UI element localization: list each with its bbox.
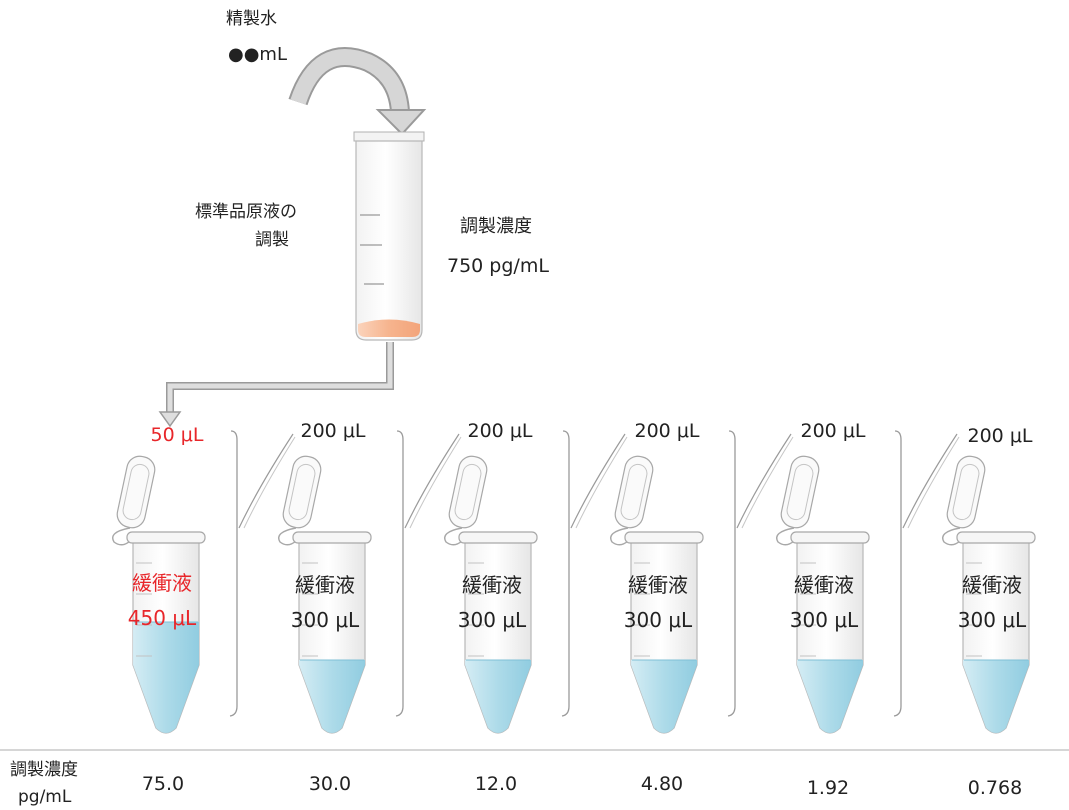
tube-rim <box>624 531 704 544</box>
stock-label-line2: 調製 <box>255 230 289 250</box>
tube-hinge <box>278 527 297 546</box>
transfer-label-6: 200 μL <box>967 425 1033 447</box>
footer-value-4: 4.80 <box>640 773 684 795</box>
footer-value-5: 1.92 <box>806 777 850 799</box>
microtube-5 <box>776 455 870 734</box>
transfer-brackets <box>229 430 960 717</box>
tube-lid <box>614 455 654 529</box>
tube-rim <box>790 531 870 544</box>
buffer-label-1: 緩衝液 <box>132 571 192 595</box>
stock-label-line1: 標準品原液の <box>195 202 297 222</box>
tube-liquid <box>299 660 365 733</box>
microtube-2 <box>278 455 372 734</box>
stock-conc-label: 調製濃度 <box>460 216 532 237</box>
microtube-1 <box>112 455 206 734</box>
transfer-bracket-3 <box>561 430 628 717</box>
tube-lid <box>282 455 322 529</box>
buffer-volume-2: 300 μL <box>290 608 360 632</box>
transfer-label-4: 200 μL <box>634 420 700 442</box>
buffer-label-2: 緩衝液 <box>295 573 355 597</box>
footer-value-2: 30.0 <box>308 773 352 795</box>
transfer-label-1: 50 μL <box>150 424 204 446</box>
buffer-label-5: 緩衝液 <box>794 573 854 597</box>
water-volume: ●●mL <box>228 44 287 65</box>
tube-rim <box>292 531 372 544</box>
tube-liquid <box>963 660 1029 733</box>
footer-conc-label: 調製濃度 <box>10 760 78 780</box>
footer-unit-label: pg/mL <box>18 787 72 807</box>
tube-lid <box>780 455 820 529</box>
tube-liquid <box>133 622 199 733</box>
tube-rim <box>126 531 206 544</box>
buffer-volume-6: 300 μL <box>957 608 1027 632</box>
footer-value-3: 12.0 <box>474 773 518 795</box>
tube-lid <box>448 455 488 529</box>
stock-conc-value: 750 pg/mL <box>447 255 549 277</box>
microtube-6 <box>942 455 1036 734</box>
tube-lid <box>946 455 986 529</box>
transfer-arrow <box>158 342 394 428</box>
buffer-volume-4: 300 μL <box>623 608 693 632</box>
tube-liquid <box>797 660 863 733</box>
transfer-bracket-5 <box>893 430 960 717</box>
tube-hinge <box>610 527 629 546</box>
curved-arrow <box>288 47 427 136</box>
tube-hinge <box>776 527 795 546</box>
tube-liquid <box>465 660 531 733</box>
transfer-bracket-4 <box>727 430 794 717</box>
footer-value-1: 75.0 <box>141 773 185 795</box>
transfer-label-3: 200 μL <box>467 420 533 442</box>
transfer-label-2: 200 μL <box>300 420 366 442</box>
tube-rim <box>458 531 538 544</box>
microtube-4 <box>610 455 704 734</box>
tube-hinge <box>444 527 463 546</box>
transfer-bracket-2 <box>395 430 462 717</box>
stock-tube <box>353 131 425 341</box>
tube-rim <box>956 531 1036 544</box>
transfer-label-5: 200 μL <box>800 420 866 442</box>
buffer-volume-3: 300 μL <box>457 608 527 632</box>
tube-hinge <box>942 527 961 546</box>
buffer-label-6: 緩衝液 <box>962 573 1022 597</box>
water-label: 精製水 <box>226 9 277 29</box>
transfer-bracket-1 <box>229 430 296 717</box>
footer-value-6: 0.768 <box>967 777 1023 799</box>
buffer-volume-5: 300 μL <box>789 608 859 632</box>
tube-liquid <box>631 660 697 733</box>
tube-row <box>112 455 1036 734</box>
buffer-volume-1: 450 μL <box>127 606 197 630</box>
tube-hinge <box>112 527 131 546</box>
microtube-3 <box>444 455 538 734</box>
tube-lid <box>116 455 156 529</box>
buffer-label-4: 緩衝液 <box>628 573 688 597</box>
buffer-label-3: 緩衝液 <box>462 573 522 597</box>
